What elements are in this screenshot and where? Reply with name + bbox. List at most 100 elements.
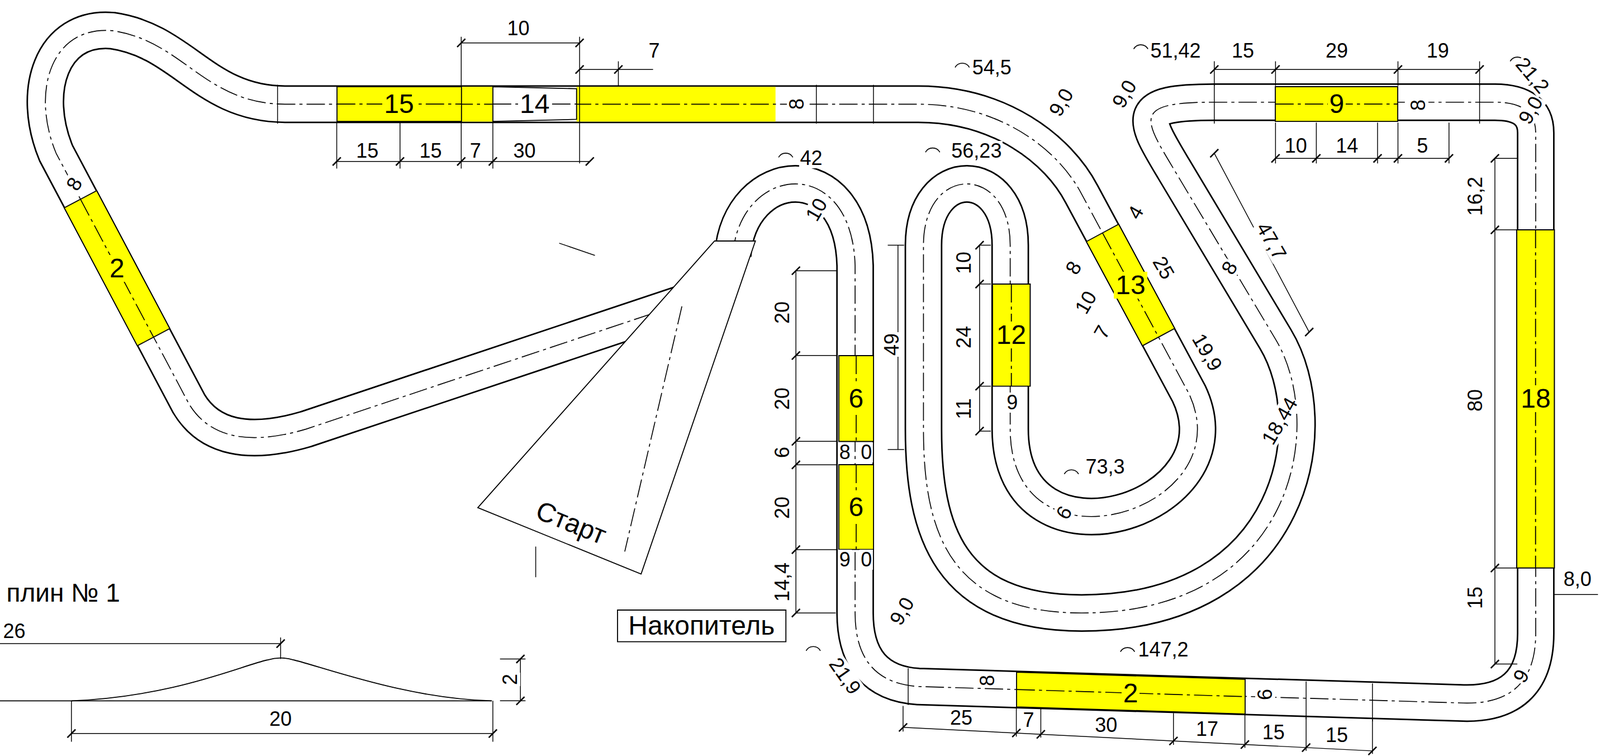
dimension-tick	[276, 639, 286, 648]
obstacle-zone: 9	[1275, 86, 1398, 122]
dimension-line	[1371, 718, 1373, 754]
obstacle-zone: 2	[64, 190, 170, 346]
dimension-tick	[1491, 659, 1500, 668]
dimension-line	[1275, 61, 1276, 87]
dimension-tick	[791, 437, 801, 446]
node-label: 15	[382, 90, 416, 118]
dimension-tick	[332, 157, 341, 166]
dimension-tick	[1368, 746, 1378, 756]
dimension-label: 51,42	[1149, 40, 1202, 61]
dimension-label: 7	[647, 40, 661, 61]
node-label: Накопитель	[626, 611, 777, 639]
dimension-label: 80	[1465, 387, 1486, 413]
dimension-label: 8	[786, 97, 807, 111]
dimension-tick	[1240, 739, 1250, 749]
dimension-line	[903, 727, 1373, 751]
track-surface	[45, 30, 1536, 703]
dimension-label: 10	[1070, 286, 1101, 318]
dimension-label: 19	[1425, 40, 1451, 61]
radius-symbol	[778, 153, 794, 158]
obstacle-zone: 12	[992, 283, 1030, 387]
obstacle-zone: 15	[336, 86, 462, 122]
dimension-label: 9,0	[1045, 83, 1078, 121]
dimension-tick	[791, 460, 801, 469]
dimension-tick	[1393, 154, 1403, 163]
node-label: 2	[1121, 679, 1141, 707]
dimension-label: 8,0	[1562, 568, 1593, 590]
dimension-label: 8	[1061, 256, 1086, 279]
dimension-label: 7	[1021, 709, 1035, 730]
dimension-line	[1494, 567, 1518, 568]
dimension-tick	[1475, 65, 1484, 74]
dimension-tick	[488, 157, 498, 166]
dimension-line	[979, 430, 991, 431]
dimension-tick	[791, 545, 801, 554]
dimension-line	[1479, 84, 1480, 124]
dimension-tick	[1312, 154, 1321, 163]
dimension-label: 2	[500, 672, 521, 686]
dimension-line	[888, 448, 905, 450]
dimension-tick	[1491, 225, 1500, 235]
dimension-tick	[614, 65, 623, 74]
dimension-label: 20	[772, 300, 793, 325]
dimension-line	[535, 546, 536, 577]
dimension-label: 9	[838, 549, 852, 570]
obstacle-zone: 2	[1016, 671, 1246, 714]
node-label: 13	[1113, 271, 1147, 299]
dimension-tick	[585, 157, 595, 166]
node-shape	[1516, 229, 1555, 568]
dimension-line	[578, 36, 580, 164]
dimension-line	[979, 283, 991, 284]
dimension-tick	[1210, 65, 1219, 74]
track-centerline	[624, 306, 682, 552]
dimension-tick	[975, 240, 985, 250]
node-shape	[477, 240, 756, 574]
track-centerline	[45, 30, 1536, 703]
node-shape	[1086, 224, 1175, 346]
dimension-line	[279, 637, 281, 659]
dimension-label: 147,2	[1136, 639, 1190, 660]
node-label: 6	[847, 493, 866, 521]
dimension-label: 14,4	[772, 561, 793, 603]
node-label: 6	[847, 385, 866, 412]
dimension-label: 4	[1123, 201, 1148, 224]
dimension-label: 0	[859, 442, 873, 463]
dimension-line	[461, 42, 580, 44]
dimension-label: 30	[1093, 714, 1119, 735]
dimension-line	[795, 464, 837, 465]
dimension-label: 49	[881, 331, 902, 357]
dimension-line	[1494, 157, 1518, 159]
track-segment: 14	[492, 86, 577, 122]
obstacle-zone: 6	[838, 464, 874, 550]
dimension-label: 29	[1324, 40, 1350, 61]
obstacle-zone: 18	[1516, 229, 1555, 568]
dimension-line	[579, 69, 653, 70]
dimension-label: 20	[772, 495, 793, 520]
dimension-line	[979, 385, 991, 387]
ramp-profile	[0, 657, 492, 701]
track-edge	[45, 30, 1536, 703]
dimension-tick	[457, 157, 466, 166]
dimension-label: 11	[953, 396, 975, 420]
node-label: 2	[107, 254, 127, 282]
dimension-line	[795, 611, 836, 613]
node-shape	[992, 283, 1030, 387]
dimension-line	[1397, 61, 1399, 87]
track-centerline	[80, 198, 154, 337]
dimension-tick	[488, 728, 498, 738]
node-label: 14	[518, 90, 552, 118]
dimension-line	[0, 642, 281, 644]
radius-symbol	[955, 63, 970, 68]
dimension-tick	[791, 608, 801, 617]
dimension-label: 5	[1415, 135, 1429, 156]
dimension-line	[795, 440, 837, 442]
dimension-line	[1244, 714, 1246, 748]
dimension-line	[795, 354, 837, 356]
dimension-line	[1494, 229, 1518, 230]
dimension-tick	[1271, 65, 1280, 74]
radius-symbol	[1133, 44, 1149, 50]
dimension-label: 54,5	[971, 57, 1013, 78]
dimension-label: 30	[511, 140, 537, 161]
dimension-tick	[516, 696, 525, 705]
